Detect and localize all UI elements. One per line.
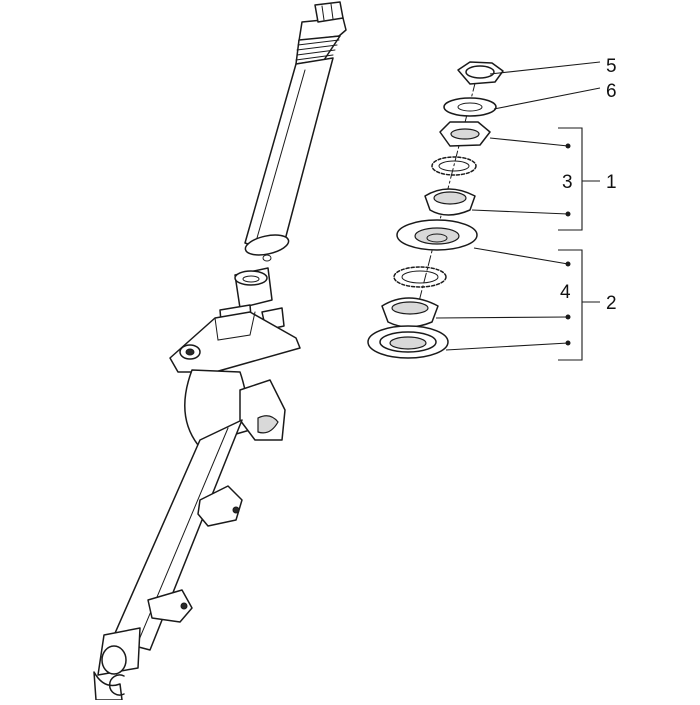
fork-head bbox=[169, 267, 301, 373]
upper-cup bbox=[424, 188, 476, 216]
callout-5: 5 bbox=[606, 56, 617, 77]
leader-lines bbox=[435, 61, 601, 351]
dust-cover bbox=[396, 219, 478, 251]
lower-cup bbox=[381, 297, 439, 328]
callout-6: 6 bbox=[606, 81, 617, 102]
bearing-stack bbox=[367, 61, 504, 359]
lower-ball-cage bbox=[393, 266, 447, 288]
callout-4: 4 bbox=[560, 282, 571, 303]
upper-cone bbox=[439, 121, 491, 147]
leader-dots bbox=[565, 143, 571, 346]
group-brackets bbox=[558, 127, 600, 361]
lower-race bbox=[367, 325, 449, 359]
callout-2: 2 bbox=[606, 293, 617, 314]
callout-3: 3 bbox=[562, 172, 573, 193]
part-6-washer bbox=[443, 97, 497, 117]
upper-ball-cage bbox=[431, 156, 477, 176]
steering-tube bbox=[244, 1, 347, 262]
fork-leg bbox=[93, 369, 286, 701]
callout-1: 1 bbox=[606, 172, 617, 193]
part-5-lock-nut bbox=[457, 61, 504, 85]
